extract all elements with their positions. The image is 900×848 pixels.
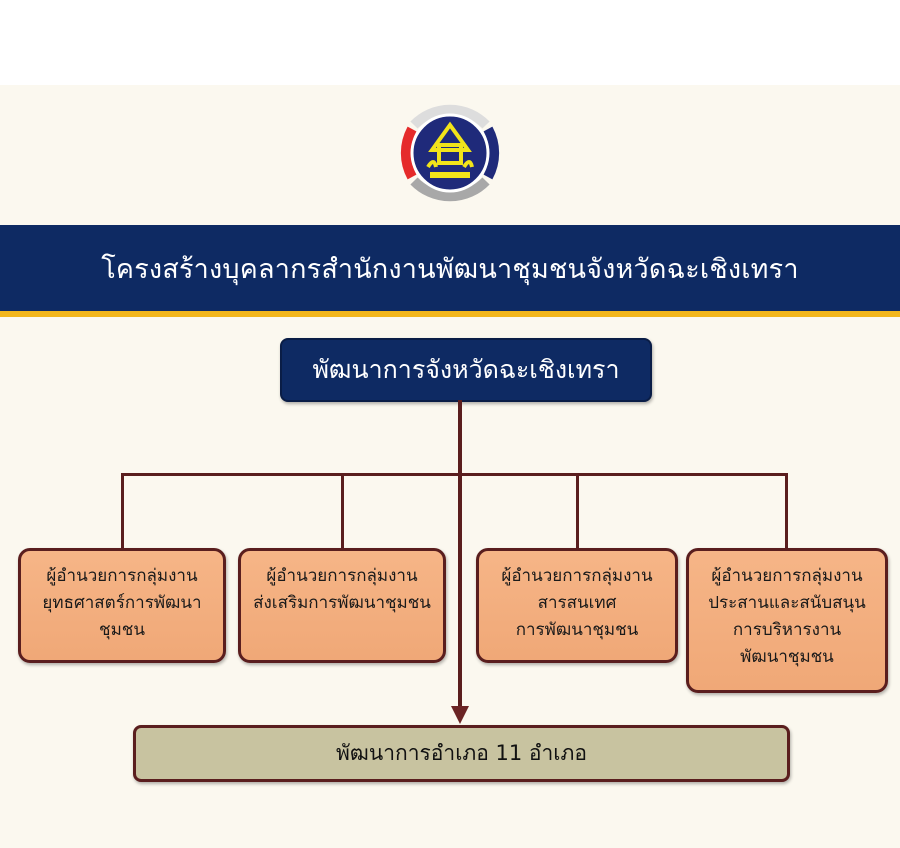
group-line: การพัฒนาชุมชน (515, 620, 639, 640)
districts-label: พัฒนาการอำเภอ 11 อำเภอ (336, 741, 587, 765)
group-line: ยุทธศาสตร์การพัฒนา (42, 593, 202, 613)
connector-drop (576, 473, 579, 549)
head-node: พัฒนาการจังหวัดฉะเชิงเทรา (280, 338, 652, 402)
connector-drop (785, 473, 788, 549)
connector-main (458, 400, 462, 708)
title-banner: โครงสร้างบุคลากรสำนักงานพัฒนาชุมชนจังหวั… (0, 225, 900, 311)
agency-logo (400, 104, 500, 202)
group-line: ผู้อำนวยการกลุ่มงาน (501, 566, 653, 586)
arrowhead (451, 706, 469, 724)
group-line: ส่งเสริมการพัฒนาชุมชน (253, 593, 431, 613)
group-node-information: ผู้อำนวยการกลุ่มงาน สารสนเทศ การพัฒนาชุม… (476, 548, 678, 663)
background (0, 85, 900, 848)
connector-drop (341, 473, 344, 549)
group-line: การบริหารงาน (732, 620, 842, 640)
connector-horizontal (121, 473, 788, 476)
page-title: โครงสร้างบุคลากรสำนักงานพัฒนาชุมชนจังหวั… (101, 253, 799, 285)
group-node-strategy: ผู้อำนวยการกลุ่มงาน ยุทธศาสตร์การพัฒนา ช… (18, 548, 226, 663)
group-line: ประสานและสนับสนุน (708, 593, 866, 613)
group-line: พัฒนาชุมชน (740, 647, 834, 667)
group-line: ชุมชน (99, 620, 145, 640)
districts-node: พัฒนาการอำเภอ 11 อำเภอ (133, 725, 790, 782)
group-line: ผู้อำนวยการกลุ่มงาน (46, 566, 198, 586)
group-node-coordination: ผู้อำนวยการกลุ่มงาน ประสานและสนับสนุน กา… (686, 548, 888, 693)
head-label: พัฒนาการจังหวัดฉะเชิงเทรา (312, 355, 620, 384)
group-node-promotion: ผู้อำนวยการกลุ่มงาน ส่งเสริมการพัฒนาชุมช… (238, 548, 446, 663)
group-line: ผู้อำนวยการกลุ่มงาน (711, 566, 863, 586)
banner-stripe (0, 311, 900, 317)
group-line: สารสนเทศ (537, 593, 617, 613)
connector-drop (121, 473, 124, 549)
group-line: ผู้อำนวยการกลุ่มงาน (266, 566, 418, 586)
